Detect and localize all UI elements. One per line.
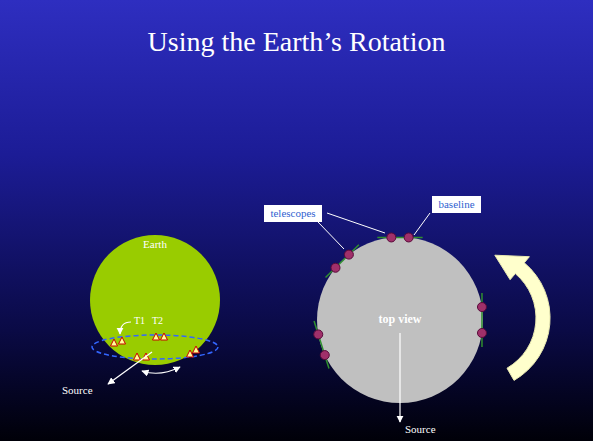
telescope-symbol xyxy=(111,339,118,346)
earth-circle: Earth xyxy=(90,235,220,365)
telescope-dot xyxy=(320,351,329,360)
telescope-label: T2 xyxy=(152,315,163,326)
top-view-circle: top view xyxy=(315,235,485,405)
baseline-line xyxy=(326,245,359,278)
telescope-symbol xyxy=(134,353,141,360)
telescope-dot xyxy=(331,263,340,272)
node-text: Earth xyxy=(90,238,220,250)
telescope-dot xyxy=(344,250,353,259)
telescope-symbol xyxy=(153,333,160,340)
slide-title: Using the Earth’s Rotation xyxy=(0,26,593,58)
telescope-label: T1 xyxy=(134,315,145,326)
node-text: telescopes xyxy=(269,207,317,220)
baseline-line xyxy=(481,293,483,347)
source-arrow xyxy=(108,352,152,384)
leader-line xyxy=(318,222,344,249)
telescope-dot xyxy=(404,233,413,242)
leader-line xyxy=(327,213,385,233)
baseline-line xyxy=(377,237,422,239)
node-text: top view xyxy=(315,312,485,327)
source-arrow xyxy=(399,333,400,422)
telescope-dot xyxy=(314,330,323,339)
rotation-arrow xyxy=(142,367,180,373)
telescope-symbol xyxy=(161,333,168,340)
pointer-arrow xyxy=(120,322,131,334)
node-shape xyxy=(90,235,220,365)
telescope-dot xyxy=(477,328,486,337)
node-text: baseline xyxy=(437,198,476,211)
source-label: Source xyxy=(62,384,93,396)
telescope-symbol xyxy=(193,346,200,353)
rotation-arrow xyxy=(495,255,550,380)
baseline-line xyxy=(314,321,329,368)
source-label: Source xyxy=(405,423,436,435)
earth-globe xyxy=(90,235,220,365)
telescope-dot xyxy=(387,233,396,242)
telescope-dot xyxy=(477,303,486,312)
telescope-symbol xyxy=(119,337,126,344)
callout-box: baseline xyxy=(432,196,481,213)
leader-line xyxy=(414,213,430,235)
callout-box: telescopes xyxy=(264,205,322,222)
